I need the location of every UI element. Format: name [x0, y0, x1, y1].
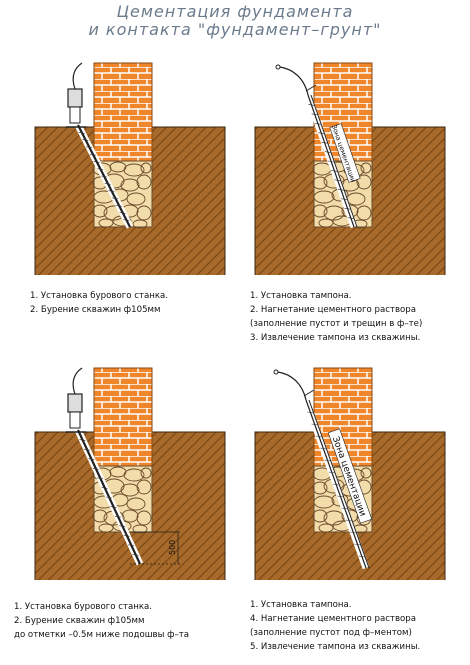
drilling-rig-icon	[66, 367, 86, 433]
brick-wall	[93, 367, 153, 467]
caption-line: 3. Извлечение тампона из скважины.	[250, 333, 421, 343]
cementation-illustration: 500	[34, 367, 226, 583]
cementation-illustration: Зона цементации	[254, 367, 446, 583]
tampon-pipe	[304, 93, 358, 229]
caption-bottom-left: 1. Установка бурового станка. 2. Бурение…	[14, 600, 189, 642]
panel-top-right: Зона цементации	[250, 55, 450, 278]
cementation-illustration: Зона цементации	[254, 62, 446, 278]
cementation-illustration	[34, 62, 226, 278]
drilling-rig-icon	[66, 62, 86, 128]
caption-line: до отметки –0.5м ниже подошвы ф–та	[14, 630, 190, 640]
depth-dimension: 500	[130, 531, 180, 565]
panel-bottom-left: 500	[30, 360, 230, 583]
caption-line: 1. Установка бурового станка.	[14, 602, 153, 612]
caption-line: 2. Бурение скважин ф105мм	[14, 616, 145, 626]
diagram-title-line1: Цементация фундамента	[116, 2, 354, 21]
panel-top-left	[30, 55, 230, 278]
caption-line: 2. Бурение скважин ф105мм	[30, 305, 161, 315]
caption-line: 1. Установка тампона.	[250, 600, 352, 610]
panel-bottom-right: Зона цементации	[250, 360, 450, 583]
caption-line: 1. Установка тампона.	[250, 291, 352, 301]
brick-wall	[93, 62, 153, 162]
diagram-title-line2: и контакта "фундамент–грунт"	[88, 20, 382, 39]
caption-line: (заполнение пустот под ф–ментом)	[250, 628, 412, 638]
caption-bottom-right: 1. Установка тампона. 4. Нагнетание цеме…	[250, 598, 420, 654]
grout-hose-icon	[273, 369, 315, 401]
caption-line: 1. Установка бурового станка.	[30, 291, 169, 301]
drill-rod	[74, 123, 134, 229]
tampon-pipe	[302, 398, 370, 570]
caption-top-right: 1. Установка тампона. 2. Нагнетание цеме…	[250, 289, 422, 345]
caption-line: 5. Извлечение тампона из скважины.	[250, 642, 421, 652]
drill-rod	[74, 428, 144, 566]
caption-top-left: 1. Установка бурового станка. 2. Бурение…	[30, 289, 168, 317]
dimension-text: 500	[168, 540, 177, 555]
caption-line: 2. Нагнетание цементного раствора	[250, 305, 416, 315]
caption-line: (заполнение пустот и трещин в ф–те)	[250, 319, 423, 329]
grout-hose-icon	[275, 64, 317, 96]
caption-line: 4. Нагнетание цементного раствора	[250, 614, 416, 624]
